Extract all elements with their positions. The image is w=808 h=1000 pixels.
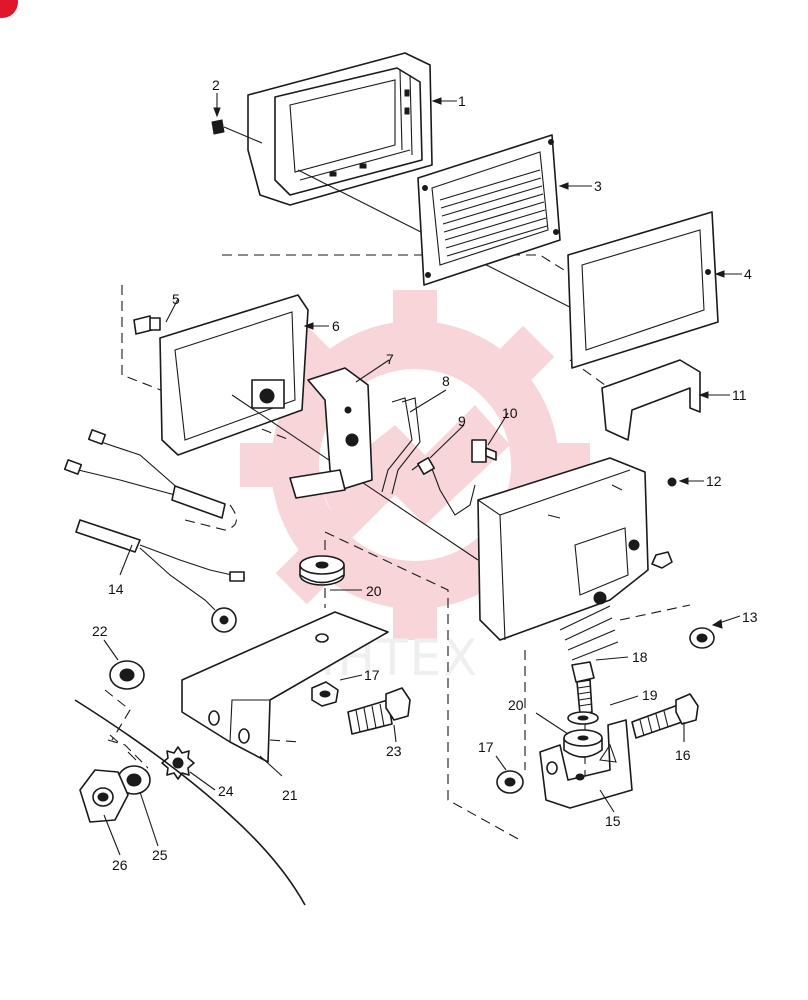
vehicle-body-ticks xyxy=(109,734,137,761)
callout-20-upper: 20 xyxy=(366,583,382,599)
housing-nut-icon xyxy=(651,551,673,569)
callout-18: 18 xyxy=(632,649,648,665)
part-15-lower-bracket xyxy=(539,719,633,809)
callout-11: 11 xyxy=(732,387,747,403)
part-20-rubber-mount-upper xyxy=(299,555,345,586)
callout-9: 9 xyxy=(458,413,466,429)
callout-19: 19 xyxy=(642,687,658,703)
callout-6: 6 xyxy=(332,318,340,334)
callout-8: 8 xyxy=(442,373,450,389)
part-21-mounting-bracket xyxy=(181,611,389,763)
fastener-dash-line xyxy=(107,739,149,769)
callout-24: 24 xyxy=(218,783,234,799)
lamp-housing xyxy=(477,457,649,661)
part-10-switch-icon xyxy=(471,439,497,463)
callout-16: 16 xyxy=(675,747,691,763)
part-26-flange-nut-icon xyxy=(79,769,129,823)
part-14-wiring-harness xyxy=(63,429,246,633)
callout-14: 14 xyxy=(108,581,124,597)
callout-arrowheads xyxy=(213,97,725,629)
washer-dash-line xyxy=(104,689,131,741)
part-1-bezel-frame xyxy=(247,52,433,206)
part-13-grommet-icon xyxy=(689,627,715,649)
callout-13: 13 xyxy=(742,609,758,625)
callout-4: 4 xyxy=(744,266,752,282)
callout-26: 26 xyxy=(112,857,128,873)
part-17-nut-left-icon xyxy=(311,681,339,707)
part-24-star-washer-icon xyxy=(161,746,195,780)
callout-22: 22 xyxy=(92,623,108,639)
part-19-washer-icon xyxy=(567,711,599,725)
callout-17-left: 17 xyxy=(364,667,380,683)
callout-17-right: 17 xyxy=(478,739,494,755)
part-18-bolt-icon xyxy=(571,661,595,715)
callout-25: 25 xyxy=(152,847,168,863)
part-17-nut-right-icon xyxy=(496,770,524,794)
callout-7: 7 xyxy=(386,351,394,367)
part-25-nut-icon xyxy=(117,765,151,795)
callout-12: 12 xyxy=(706,473,722,489)
part-5-bulb-icon xyxy=(133,315,161,335)
callout-2: 2 xyxy=(212,77,220,93)
callout-labels: 1 2 3 4 5 6 7 8 9 10 11 12 13 14 15 16 1… xyxy=(92,77,758,873)
callout-5: 5 xyxy=(172,291,180,307)
part-7-lamp-bracket xyxy=(289,367,373,499)
part-9-lead-wire xyxy=(411,457,476,516)
part-4-gasket xyxy=(567,211,719,369)
part-6-lamp-reflector xyxy=(159,294,309,456)
callout-23: 23 xyxy=(386,743,402,759)
callout-3: 3 xyxy=(594,178,602,194)
callout-20-lower: 20 xyxy=(508,697,524,713)
callout-15: 15 xyxy=(605,813,621,829)
part-20-rubber-mount-lower xyxy=(563,729,603,758)
callout-10: 10 xyxy=(502,405,518,421)
vehicle-body-outline xyxy=(74,699,306,906)
callout-21: 21 xyxy=(282,787,298,803)
part-12-fastener-icon xyxy=(667,477,677,487)
part-16-bolt-icon xyxy=(631,693,699,739)
part-23-bolt-icon xyxy=(347,687,411,735)
callout-1: 1 xyxy=(458,93,466,109)
corner-marker xyxy=(0,0,18,18)
part-3-grille xyxy=(417,134,561,286)
part-22-washer-icon xyxy=(109,660,145,690)
part-8-spring-clip xyxy=(381,397,421,495)
part-2-screw-icon xyxy=(211,119,263,144)
part-11-cap xyxy=(601,359,701,441)
